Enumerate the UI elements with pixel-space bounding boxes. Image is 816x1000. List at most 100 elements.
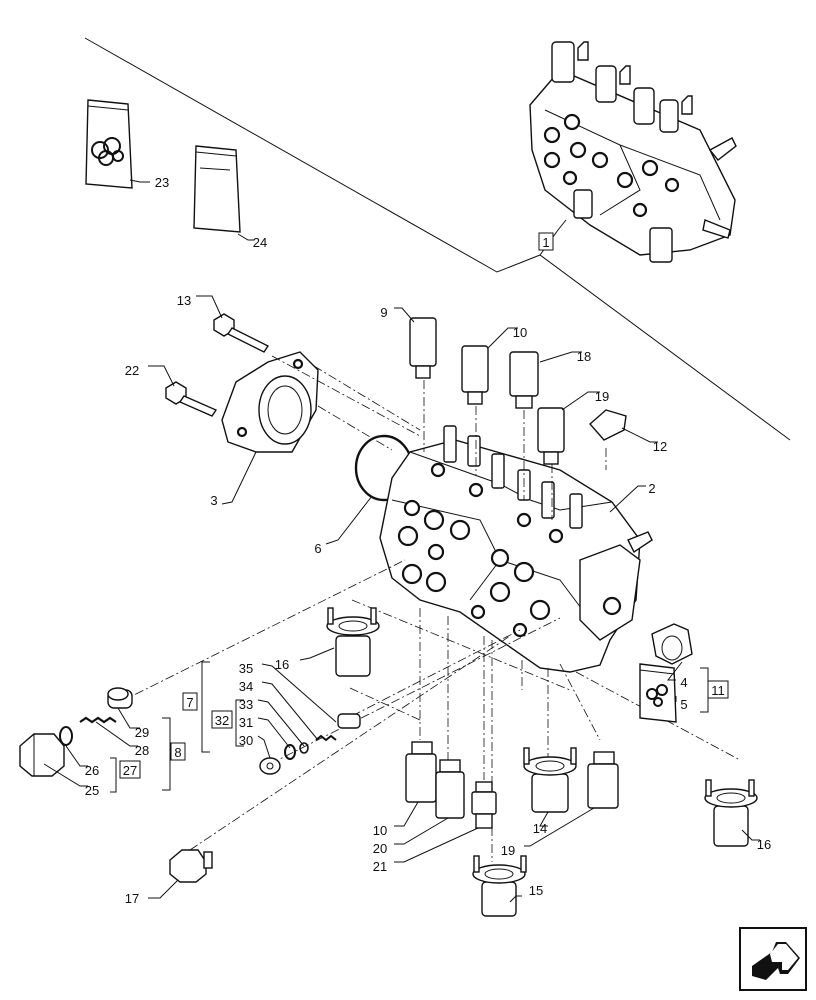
callout-number: 2	[648, 481, 655, 496]
callout-number: 9	[380, 305, 387, 320]
callout-number: 21	[373, 859, 387, 874]
callout-c35: 35	[239, 661, 253, 676]
callout-c9: 9	[380, 305, 387, 320]
callout-c22: 22	[125, 363, 139, 378]
washer-33	[299, 742, 309, 754]
assembly-divider-line	[84, 37, 791, 441]
callout-c31: 31	[239, 715, 253, 730]
callout-c15: 15	[529, 883, 543, 898]
flange-fitting-14	[523, 747, 577, 813]
callout-c17: 17	[125, 891, 139, 906]
callout-c28: 28	[135, 743, 149, 758]
callout-c2: 2	[648, 481, 655, 496]
next-page-arrow-icon[interactable]	[739, 927, 807, 991]
callout-c1: 1	[538, 232, 554, 251]
relief-cartridge-19-top	[537, 407, 565, 465]
callout-number: 18	[577, 349, 591, 364]
callout-number: 15	[529, 883, 543, 898]
relief-cartridge-18	[509, 351, 539, 409]
valve-insert-21	[471, 781, 497, 829]
flange-fitting-16-left	[326, 607, 380, 677]
callout-number: 31	[239, 715, 253, 730]
empty-kit-bag	[193, 145, 241, 233]
poppet-29	[107, 687, 133, 709]
callout-c21: 21	[373, 859, 387, 874]
plate-12	[589, 409, 627, 441]
callout-c26: 26	[85, 763, 99, 778]
spring-28	[79, 716, 117, 724]
callout-number: 1	[542, 235, 549, 250]
plug-17	[169, 849, 213, 883]
callout-c16a: 16	[275, 657, 289, 672]
callout-number: 10	[513, 325, 527, 340]
callout-number: 19	[595, 389, 609, 404]
callout-number: 29	[135, 725, 149, 740]
callout-c32: 32	[211, 710, 233, 729]
callout-c3: 3	[210, 493, 217, 508]
callout-c25: 25	[85, 783, 99, 798]
callout-c12: 12	[653, 439, 667, 454]
callout-number: 17	[125, 891, 139, 906]
callout-c19a: 19	[595, 389, 609, 404]
plug-30	[259, 757, 281, 775]
callout-number: 7	[186, 695, 193, 710]
callout-c6: 6	[314, 541, 321, 556]
callout-box	[182, 692, 198, 711]
relief-cartridge-19-bottom	[587, 751, 619, 809]
callout-number: 34	[239, 679, 253, 694]
callout-c11: 11	[707, 680, 729, 699]
plug-4	[651, 623, 693, 665]
callout-c24: 24	[253, 235, 267, 250]
poppet-35	[337, 713, 361, 729]
callout-box	[119, 760, 141, 779]
callout-box	[211, 710, 233, 729]
callout-number: 33	[239, 697, 253, 712]
spring-34	[315, 734, 337, 742]
callout-number: 13	[177, 293, 191, 308]
valve-section-body	[379, 425, 653, 673]
callout-c29: 29	[135, 725, 149, 740]
callout-number: 16	[757, 837, 771, 852]
callout-number: 14	[533, 821, 547, 836]
relief-cartridge-20	[435, 759, 465, 819]
callout-number: 19	[501, 843, 515, 858]
end-cover	[221, 351, 319, 453]
callout-c20: 20	[373, 841, 387, 856]
callout-number: 32	[215, 713, 229, 728]
callout-c34: 34	[239, 679, 253, 694]
callout-number: 23	[155, 175, 169, 190]
callout-c10b: 10	[373, 823, 387, 838]
callout-number: 12	[653, 439, 667, 454]
callout-number: 16	[275, 657, 289, 672]
callout-number: 28	[135, 743, 149, 758]
callout-labels: 1234567891010111213141516161718191920212…	[85, 175, 771, 906]
callout-c19b: 19	[501, 843, 515, 858]
callout-number: 11	[711, 683, 725, 698]
callout-number: 22	[125, 363, 139, 378]
callout-c4: 4	[680, 675, 687, 690]
callout-number: 27	[123, 763, 137, 778]
callout-box	[707, 680, 729, 699]
callout-c18: 18	[577, 349, 591, 364]
callout-c16b: 16	[757, 837, 771, 852]
leader-lines	[43, 179, 760, 903]
callout-number: 35	[239, 661, 253, 676]
callout-c30: 30	[239, 733, 253, 748]
callout-c14: 14	[533, 821, 547, 836]
plug-25	[19, 733, 65, 777]
relief-cartridge-10-bottom	[405, 741, 437, 803]
o-ring-31	[284, 744, 296, 760]
callout-number: 4	[680, 675, 687, 690]
seal-kit-bag	[85, 99, 133, 189]
bolt-13	[213, 313, 270, 353]
callout-number: 30	[239, 733, 253, 748]
callout-c33: 33	[239, 697, 253, 712]
flange-fitting-16-right	[704, 779, 758, 847]
seal-kit-bag-5	[639, 663, 677, 723]
callout-number: 6	[314, 541, 321, 556]
complete-valve-assembly	[529, 41, 737, 263]
relief-cartridge-10-top	[461, 345, 489, 405]
callout-number: 8	[174, 745, 181, 760]
